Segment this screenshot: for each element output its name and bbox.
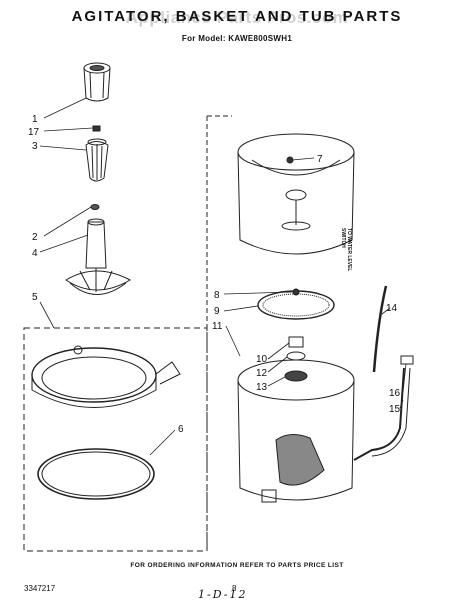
- ring-group-dashed-box: [23, 327, 208, 552]
- callout-4: 4: [32, 248, 38, 259]
- callout-14: 14: [386, 303, 398, 314]
- part-5-balance-ring: [31, 345, 181, 408]
- water-level-note-line1: TO WATER LEVEL: [346, 228, 352, 272]
- callout-12: 12: [256, 368, 268, 379]
- handwritten-note: 1-D-12: [198, 588, 248, 601]
- model-number: For Model: KAWE800SWH1: [181, 34, 293, 43]
- callout-10: 10: [256, 354, 268, 365]
- callout-9: 9: [214, 306, 220, 317]
- part-17-clip: [92, 125, 101, 132]
- part-7-basket: [237, 133, 355, 255]
- callout-3: 3: [32, 141, 38, 152]
- part-1-agitator-cap: [83, 62, 111, 102]
- document-number: 3347217: [24, 584, 56, 593]
- part-3-cam-assembly: [85, 138, 109, 182]
- part-4-agitator: [65, 218, 132, 295]
- part-10-12-13-hub: [284, 336, 308, 382]
- page-number: 8: [232, 584, 237, 593]
- part-6-tub-ring: [37, 448, 155, 500]
- callout-15: 15: [389, 404, 401, 415]
- watermark: Appliance Parts Pros.com: [125, 8, 349, 27]
- part-15-16-drain-tube: [353, 355, 414, 461]
- callout-5: 5: [32, 292, 38, 303]
- callout-17: 17: [28, 127, 40, 138]
- callout-leaders: [39, 97, 407, 456]
- callout-11: 11: [212, 321, 223, 332]
- diagram-title: AGITATOR, BASKET AND TUB PARTS: [71, 8, 403, 25]
- part-14-hose: [372, 285, 388, 373]
- callout-1: 1: [32, 114, 38, 125]
- part-2-washer: [90, 204, 100, 210]
- part-9-ring: [257, 288, 335, 320]
- callout-16: 16: [389, 388, 401, 399]
- callout-13: 13: [256, 382, 268, 393]
- part-11-outer-tub: [237, 359, 355, 503]
- callout-6: 6: [178, 424, 184, 435]
- callout-8: 8: [214, 290, 220, 301]
- callout-7: 7: [317, 154, 323, 165]
- callout-2: 2: [32, 232, 38, 243]
- water-level-switch-note: TO WATER LEVEL SWITCH: [340, 228, 352, 271]
- callout-labels: 1 17 3 2 4 5 6 7 8 9 11 10 12 13 14 16 1…: [28, 114, 401, 435]
- ordering-info: FOR ORDERING INFORMATION REFER TO PARTS …: [130, 562, 344, 569]
